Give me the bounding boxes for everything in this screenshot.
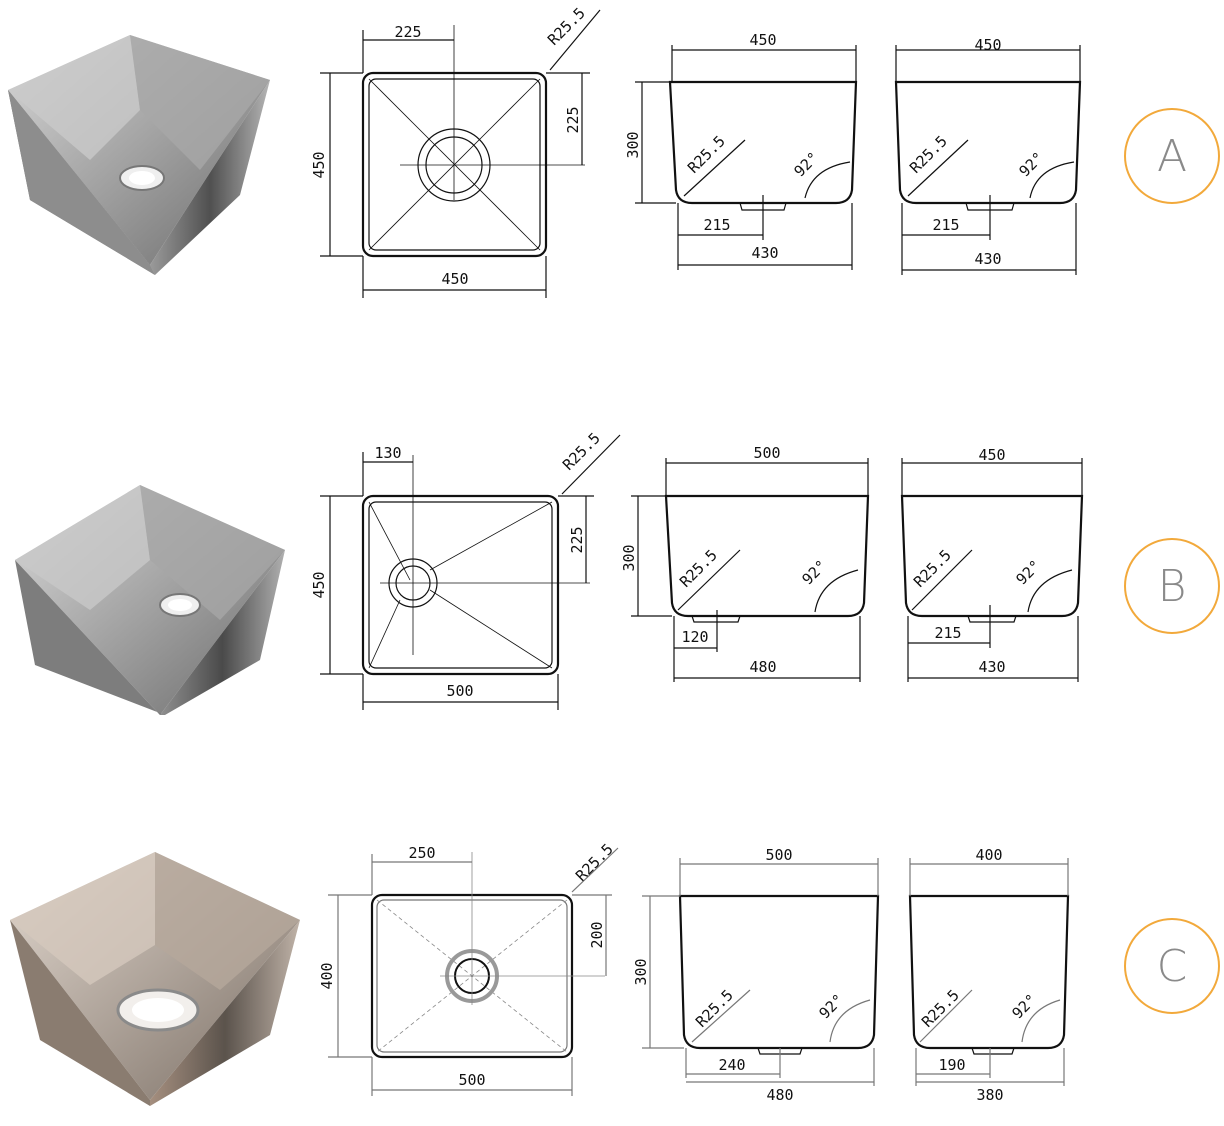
top-view [320,9,601,298]
top-view [320,434,621,710]
technical-drawing: 225 450 450 225 R25.5 450 300 R25.5 92° … [310,4,1082,298]
dim-front-drain-offset: 240 [718,1056,745,1074]
technical-drawing: 250 400 500 200 R25.5 500 300 R25.5 92° … [318,840,1070,1104]
dim-front-radius: R25.5 [676,546,721,591]
dim-side-drain-offset: 215 [932,216,959,234]
dim-overall-height: 400 [318,962,336,989]
sink-bowl-photo [8,35,270,275]
front-view [631,458,870,682]
dim-front-bottom-width: 480 [766,1086,793,1104]
dim-side-top-width: 450 [978,446,1005,464]
dim-corner-radius: R25.5 [544,4,589,49]
dim-overall-width: 500 [446,682,473,700]
dim-front-radius: R25.5 [684,132,729,177]
variant-badge: B [1124,538,1220,634]
top-view [328,847,619,1096]
dim-drain-x: 130 [374,444,401,462]
technical-drawing: 130 450 500 225 R25.5 500 300 R25.5 92° … [310,430,1084,710]
dim-overall-height: 450 [310,571,328,598]
side-view [908,858,1070,1086]
front-view [642,858,880,1086]
dim-drain-y: 200 [588,921,606,948]
side-view [900,458,1084,682]
dim-drain-x: 250 [408,844,435,862]
dim-side-top-width: 450 [974,36,1001,54]
dim-corner-radius: R25.5 [559,430,604,474]
dim-front-height: 300 [624,131,642,158]
dim-side-drain-offset: 215 [934,624,961,642]
variant-row-a: 225 450 450 225 R25.5 450 300 R25.5 92° … [0,0,1224,320]
dim-side-bottom-width: 430 [978,658,1005,676]
variant-row-b: 130 450 500 225 R25.5 500 300 R25.5 92° … [0,430,1224,730]
dim-front-drain-offset: 120 [681,628,708,646]
dim-front-bottom-width: 480 [749,658,776,676]
dim-drain-x: 225 [394,23,421,41]
sink-bowl-photo [10,852,300,1106]
dim-front-angle: 92° [816,991,848,1023]
sink-bowl-photo [15,485,285,715]
dim-overall-width: 450 [441,270,468,288]
dim-front-top-width: 500 [753,444,780,462]
dim-front-bottom-width: 430 [751,244,778,262]
dim-side-bottom-width: 380 [976,1086,1003,1104]
dim-front-height: 300 [620,544,638,571]
variant-badge: C [1124,918,1220,1014]
front-view [635,45,858,270]
dim-front-height: 300 [632,958,650,985]
dim-front-top-width: 450 [749,31,776,49]
variant-badge: A [1124,108,1220,204]
dim-overall-width: 500 [458,1071,485,1089]
dim-front-top-width: 500 [765,846,792,864]
dim-side-drain-offset: 190 [938,1056,965,1074]
dim-side-radius: R25.5 [918,986,963,1031]
dim-side-top-width: 400 [975,846,1002,864]
dim-side-radius: R25.5 [910,546,955,591]
dim-overall-height: 450 [310,151,328,178]
variant-row-c: 250 400 500 200 R25.5 500 300 R25.5 92° … [0,830,1224,1106]
dim-side-angle: 92° [1009,991,1041,1023]
side-view [894,45,1082,275]
dim-side-radius: R25.5 [906,132,951,177]
dim-corner-radius: R25.5 [572,840,617,885]
dim-front-angle: 92° [799,557,831,589]
dim-side-angle: 92° [1013,557,1045,589]
dim-side-bottom-width: 430 [974,250,1001,268]
dim-drain-y: 225 [564,106,582,133]
dim-front-drain-offset: 215 [703,216,730,234]
dim-drain-y: 225 [568,526,586,553]
